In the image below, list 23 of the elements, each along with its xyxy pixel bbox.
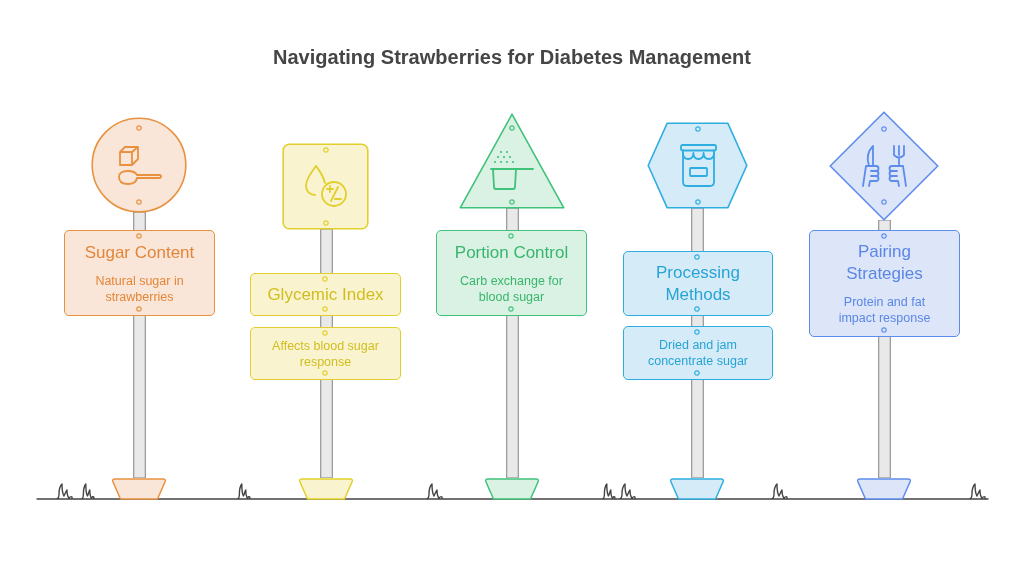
sign-title: Pairing Strategies bbox=[845, 241, 924, 285]
hexagon-sign bbox=[647, 122, 748, 209]
sign-board bbox=[436, 230, 587, 316]
sign-board bbox=[64, 230, 215, 316]
sign-text: Protein and fat impact response bbox=[837, 294, 932, 326]
sign-text: Natural sugar in strawberries bbox=[94, 272, 185, 305]
sign-title: Processing Methods bbox=[654, 261, 742, 306]
sign-board bbox=[809, 230, 960, 337]
sign-board bbox=[250, 273, 401, 316]
sign-title: Portion Control bbox=[454, 241, 569, 264]
sign-text: Affects blood sugar response bbox=[271, 337, 380, 370]
sign-board bbox=[623, 251, 773, 316]
diamond-sign bbox=[829, 111, 939, 221]
sign-title: Glycemic Index bbox=[267, 283, 384, 306]
sign-title: Sugar Content bbox=[84, 241, 195, 264]
triangle-sign bbox=[458, 112, 566, 209]
diagram-title: Navigating Strawberries for Diabetes Management bbox=[273, 45, 751, 70]
round-sign bbox=[91, 117, 187, 213]
sign-text: Dried and jam concentrate sugar bbox=[646, 337, 750, 369]
sign-text: Carb exchange for blood sugar bbox=[459, 272, 564, 305]
sign-board bbox=[623, 326, 773, 380]
square-sign bbox=[282, 143, 369, 230]
sign-board bbox=[250, 327, 401, 380]
